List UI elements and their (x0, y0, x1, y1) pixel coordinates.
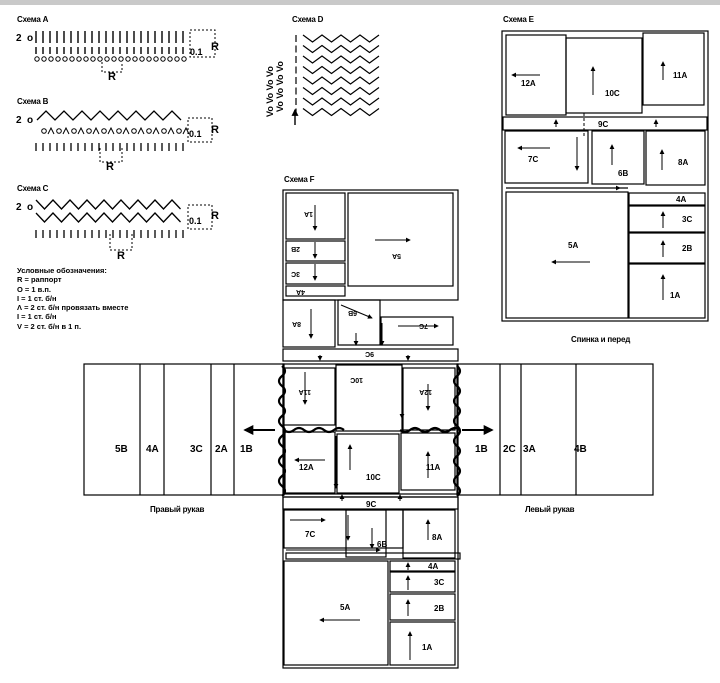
f-piece: 3C (434, 578, 444, 587)
f-piece: 1A (304, 210, 313, 217)
left-sleeve-piece: 2C (503, 444, 516, 455)
legend-item: V = 2 ст. б/н в 1 п. (17, 321, 82, 331)
scheme-c-row-label: 2 (16, 202, 22, 213)
scheme-e-labels: 12A 10C 11A 9C 7C 6B 8A 4A 3C 5A 2B 1A (521, 71, 692, 300)
left-sleeve-piece: 3A (523, 444, 536, 455)
scheme-a-marker: 0.1 (190, 47, 203, 57)
f-piece: 10C (350, 376, 363, 383)
right-sleeve-piece: 4A (146, 444, 159, 455)
scheme-b-repeat-bottom: R (106, 161, 114, 173)
left-sleeve-caption: Левый рукав (525, 505, 575, 514)
f-piece: 12A (419, 388, 432, 395)
scheme-c-repeat: R (211, 210, 219, 222)
e-piece: 4A (676, 195, 686, 204)
scheme-d-glyphs-2: Vo Vo Vo Vo (275, 61, 285, 112)
scheme-b-chart: 2 o 0.1 R R (16, 110, 219, 173)
f-piece: 9C (366, 500, 376, 509)
f-piece: 5A (392, 252, 401, 259)
legend-item: R = раппорт (17, 275, 62, 285)
legend-item: Λ = 2 ст. б/н провязать вместе (17, 303, 129, 313)
e-piece: 8A (678, 158, 688, 167)
sleeves (83, 363, 654, 496)
scheme-d-glyphs: Vo Vo Vo Vo (265, 66, 275, 117)
f-piece: 11A (426, 463, 440, 472)
scheme-c-repeat-bottom: R (117, 250, 125, 262)
f-piece: 12A (299, 463, 314, 472)
scheme-e-title: Схема Е (503, 15, 534, 24)
f-piece: 8A (292, 320, 301, 327)
scheme-e-arrows (509, 40, 666, 300)
scheme-a-repeat: R (211, 41, 219, 53)
e-piece: 12A (521, 79, 536, 88)
e-piece: 6B (618, 169, 628, 178)
e-piece: 7C (528, 155, 538, 164)
e-piece: 2B (682, 244, 692, 253)
scheme-f-top-labels: 1A 2B 3C 4A 5A 6B 7C 8A 9C 11A 10C 12A (291, 210, 432, 395)
scheme-d-chart: Vo Vo Vo Vo Vo Vo Vo Vo (265, 34, 380, 125)
f-piece: 11A (299, 388, 311, 395)
f-piece: 7C (419, 322, 428, 329)
scheme-c-marker: 0.1 (189, 216, 202, 226)
left-sleeve-piece: 4B (574, 444, 587, 455)
svg-text:o: o (27, 202, 33, 213)
e-piece: 3C (682, 215, 692, 224)
scheme-f-layout (282, 189, 461, 669)
right-sleeve-caption: Правый рукав (150, 505, 205, 514)
scheme-b-title: Схема В (17, 97, 49, 106)
legend-item: O = 1 в.п. (17, 284, 51, 294)
f-piece: 4A (296, 288, 305, 295)
scheme-b-row-label: 2 (16, 115, 22, 126)
e-piece: 5A (568, 241, 578, 250)
sleeve-labels: 5B 4A 3C 2A 1B 1B 2C 3A 4B (115, 444, 587, 455)
scheme-f-arrows (286, 205, 439, 660)
f-piece: 10C (366, 473, 381, 482)
right-sleeve-piece: 3C (190, 444, 203, 455)
legend: Условные обозначения: R = раппорт O = 1 … (17, 266, 128, 331)
e-piece: 9C (598, 120, 608, 129)
f-piece: 6B (348, 309, 357, 316)
left-sleeve-piece: 1B (475, 444, 488, 455)
scheme-e-caption: Спинка и перед (571, 335, 631, 344)
scheme-a-chart: 2 o 0.1 R R (16, 29, 219, 83)
scheme-a-repeat-bottom: R (108, 71, 116, 83)
scheme-a-title: Схема А (17, 15, 49, 24)
right-sleeve-piece: 2A (215, 444, 228, 455)
svg-text:o: o (27, 33, 33, 44)
f-piece: 3C (291, 270, 300, 277)
legend-title: Условные обозначения: (17, 266, 107, 275)
right-sleeve-piece: 1B (240, 444, 253, 455)
top-bar (0, 0, 720, 5)
scheme-d-title: Схема D (292, 15, 324, 24)
f-piece: 2B (291, 245, 300, 252)
scheme-b-marker: 0.1 (189, 129, 202, 139)
scheme-f-title: Схема F (284, 175, 315, 184)
scheme-a-row-label: 2 (16, 33, 22, 44)
e-piece: 11A (673, 71, 687, 80)
f-piece: 6B (377, 540, 387, 549)
legend-item: I = 1 ст. б/н (17, 312, 57, 322)
f-piece: 4A (428, 562, 438, 571)
f-piece: 2B (434, 604, 444, 613)
f-piece: 1A (422, 643, 432, 652)
e-piece: 1A (670, 291, 680, 300)
f-piece: 7C (305, 530, 315, 539)
f-piece: 9C (365, 350, 374, 357)
f-piece: 5A (340, 603, 350, 612)
svg-text:o: o (27, 115, 33, 126)
scheme-c-title: Схема С (17, 184, 49, 193)
scheme-c-chart: 2 o 0.1 R R (16, 199, 219, 262)
scheme-f-wavy-edges (277, 365, 462, 497)
right-sleeve-piece: 5B (115, 444, 128, 455)
scheme-f-labels: 12A 10C 11A 9C 7C 6B 8A 4A 3C 5A 2B 1A (299, 463, 444, 652)
e-piece: 10C (605, 89, 620, 98)
legend-item: I = 1 ст. б/н (17, 293, 57, 303)
scheme-b-repeat: R (211, 124, 219, 136)
f-piece: 8A (432, 533, 442, 542)
